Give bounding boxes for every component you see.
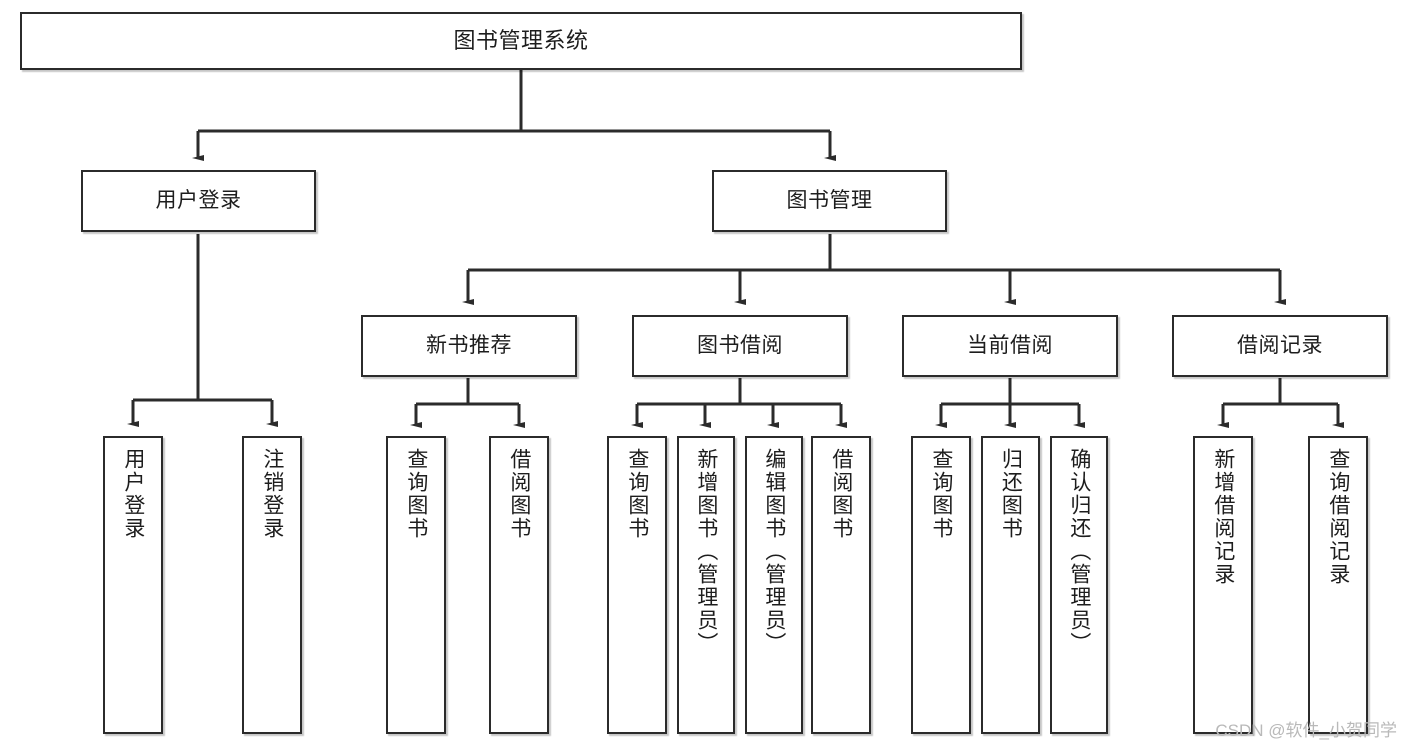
leaf-user-login-logout[interactable]: 注销登录 xyxy=(242,436,302,734)
node-label: 图书借阅 xyxy=(697,334,783,358)
node-label: 新增借阅记录 xyxy=(1211,448,1235,586)
node-label: 注销登录 xyxy=(260,448,284,540)
leaf-current-return-book[interactable]: 归还图书 xyxy=(981,436,1040,734)
leaf-current-confirm-return-admin[interactable]: 确认归还（管理员） xyxy=(1050,436,1108,734)
node-label: 用户登录 xyxy=(155,189,242,213)
node-label: 当前借阅 xyxy=(967,334,1053,358)
node-label: 借阅记录 xyxy=(1237,334,1323,358)
leaf-borrow-query-book[interactable]: 查询图书 xyxy=(607,436,667,734)
node-root-system[interactable]: 图书管理系统 xyxy=(20,12,1022,70)
node-label: 归还图书 xyxy=(999,448,1023,540)
leaf-recommend-query-book[interactable]: 查询图书 xyxy=(386,436,446,734)
leaf-borrow-add-book-admin[interactable]: 新增图书（管理员） xyxy=(677,436,735,734)
node-label: 查询图书 xyxy=(929,448,953,540)
leaf-current-query-book[interactable]: 查询图书 xyxy=(911,436,971,734)
leaf-borrow-edit-book-admin[interactable]: 编辑图书（管理员） xyxy=(745,436,803,734)
node-borrow-record[interactable]: 借阅记录 xyxy=(1172,315,1388,377)
node-label: 图书管理 xyxy=(786,189,873,213)
node-label: 查询图书 xyxy=(625,448,649,540)
node-label: 新增图书（管理员） xyxy=(694,448,718,655)
node-label: 借阅图书 xyxy=(829,448,853,540)
leaf-recommend-borrow-book[interactable]: 借阅图书 xyxy=(489,436,549,734)
node-label: 图书管理系统 xyxy=(453,27,589,53)
node-label: 编辑图书（管理员） xyxy=(762,448,786,655)
leaf-user-login-login[interactable]: 用户登录 xyxy=(103,436,163,734)
leaf-borrow-borrow-book[interactable]: 借阅图书 xyxy=(811,436,871,734)
node-book-borrow[interactable]: 图书借阅 xyxy=(632,315,848,377)
leaf-record-query-record[interactable]: 查询借阅记录 xyxy=(1308,436,1368,734)
leaf-record-add-record[interactable]: 新增借阅记录 xyxy=(1193,436,1253,734)
node-label: 确认归还（管理员） xyxy=(1067,448,1091,655)
node-label: 用户登录 xyxy=(121,448,145,540)
node-current-borrow[interactable]: 当前借阅 xyxy=(902,315,1118,377)
node-label: 借阅图书 xyxy=(507,448,531,540)
node-label: 新书推荐 xyxy=(426,334,512,358)
node-label: 查询借阅记录 xyxy=(1326,448,1350,586)
node-user-login[interactable]: 用户登录 xyxy=(81,170,316,232)
node-new-book-recommend[interactable]: 新书推荐 xyxy=(361,315,577,377)
node-book-management[interactable]: 图书管理 xyxy=(712,170,947,232)
node-label: 查询图书 xyxy=(404,448,428,540)
